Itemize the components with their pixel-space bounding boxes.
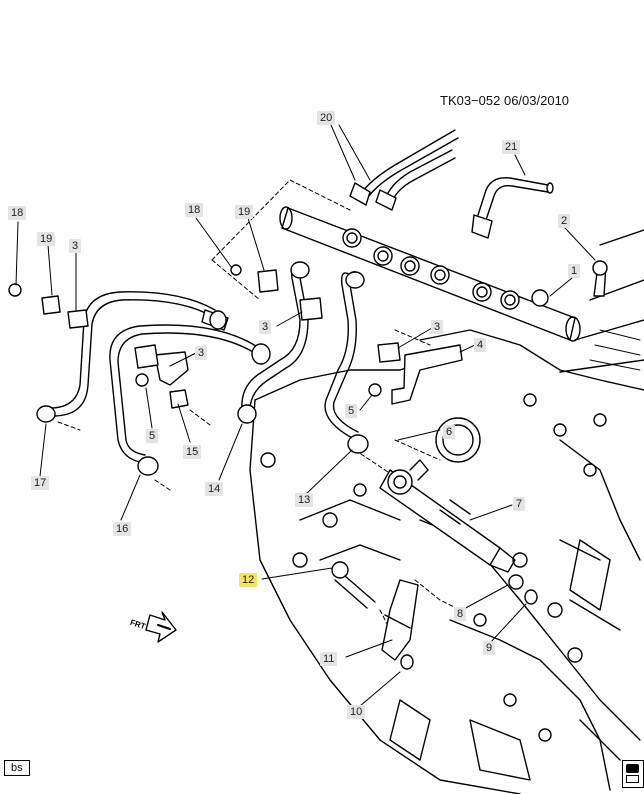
callout-3-right: 3 xyxy=(431,320,444,334)
fuel-pipe-14 xyxy=(237,261,310,424)
seal-rings xyxy=(400,574,538,670)
callout-3-center: 3 xyxy=(259,320,272,334)
callout-13: 13 xyxy=(295,493,314,507)
footer-badge: bs xyxy=(4,760,30,776)
diagram-reference: TK03−052 06/03/2010 xyxy=(440,93,570,108)
callout-10: 10 xyxy=(347,705,366,719)
callout-7: 7 xyxy=(513,497,526,511)
fuel-pipe-13 xyxy=(324,271,369,454)
callout-5-left: 5 xyxy=(146,429,159,443)
callout-4: 4 xyxy=(474,338,487,352)
callout-14: 14 xyxy=(205,482,224,496)
fuel-rail xyxy=(279,206,581,342)
callout-18-center: 18 xyxy=(185,203,204,217)
publisher-logo-icon xyxy=(622,760,644,788)
fuel-pipe-17 xyxy=(36,291,229,423)
callout-5-right: 5 xyxy=(345,404,358,418)
callout-20: 20 xyxy=(317,111,336,125)
callout-15: 15 xyxy=(183,445,202,459)
callout-9: 9 xyxy=(483,641,496,655)
bracket-4 xyxy=(391,344,463,405)
callout-19-center: 19 xyxy=(235,205,254,219)
callout-1: 1 xyxy=(568,264,581,278)
callout-3-lower: 3 xyxy=(195,346,208,360)
front-arrow-icon xyxy=(145,611,177,643)
leader-lines xyxy=(15,124,596,707)
fuel-pipe-20 xyxy=(349,129,459,211)
callout-21: 21 xyxy=(502,140,521,154)
callout-3-left: 3 xyxy=(69,239,82,253)
callout-11: 11 xyxy=(320,652,338,666)
fuel-injector xyxy=(379,459,516,573)
callout-17: 17 xyxy=(31,476,50,490)
injector-clamp xyxy=(331,561,419,661)
callout-2: 2 xyxy=(558,214,571,228)
fuel-pipe-21 xyxy=(471,177,554,239)
callout-12: 12 xyxy=(239,573,258,587)
callout-19-left: 19 xyxy=(37,232,56,246)
callout-6: 6 xyxy=(443,425,456,439)
clips-and-bolts xyxy=(8,260,608,409)
fuel-pipe-16 xyxy=(109,324,271,476)
callout-16: 16 xyxy=(113,522,132,536)
callout-18-left: 18 xyxy=(8,206,27,220)
callout-8: 8 xyxy=(454,607,467,621)
